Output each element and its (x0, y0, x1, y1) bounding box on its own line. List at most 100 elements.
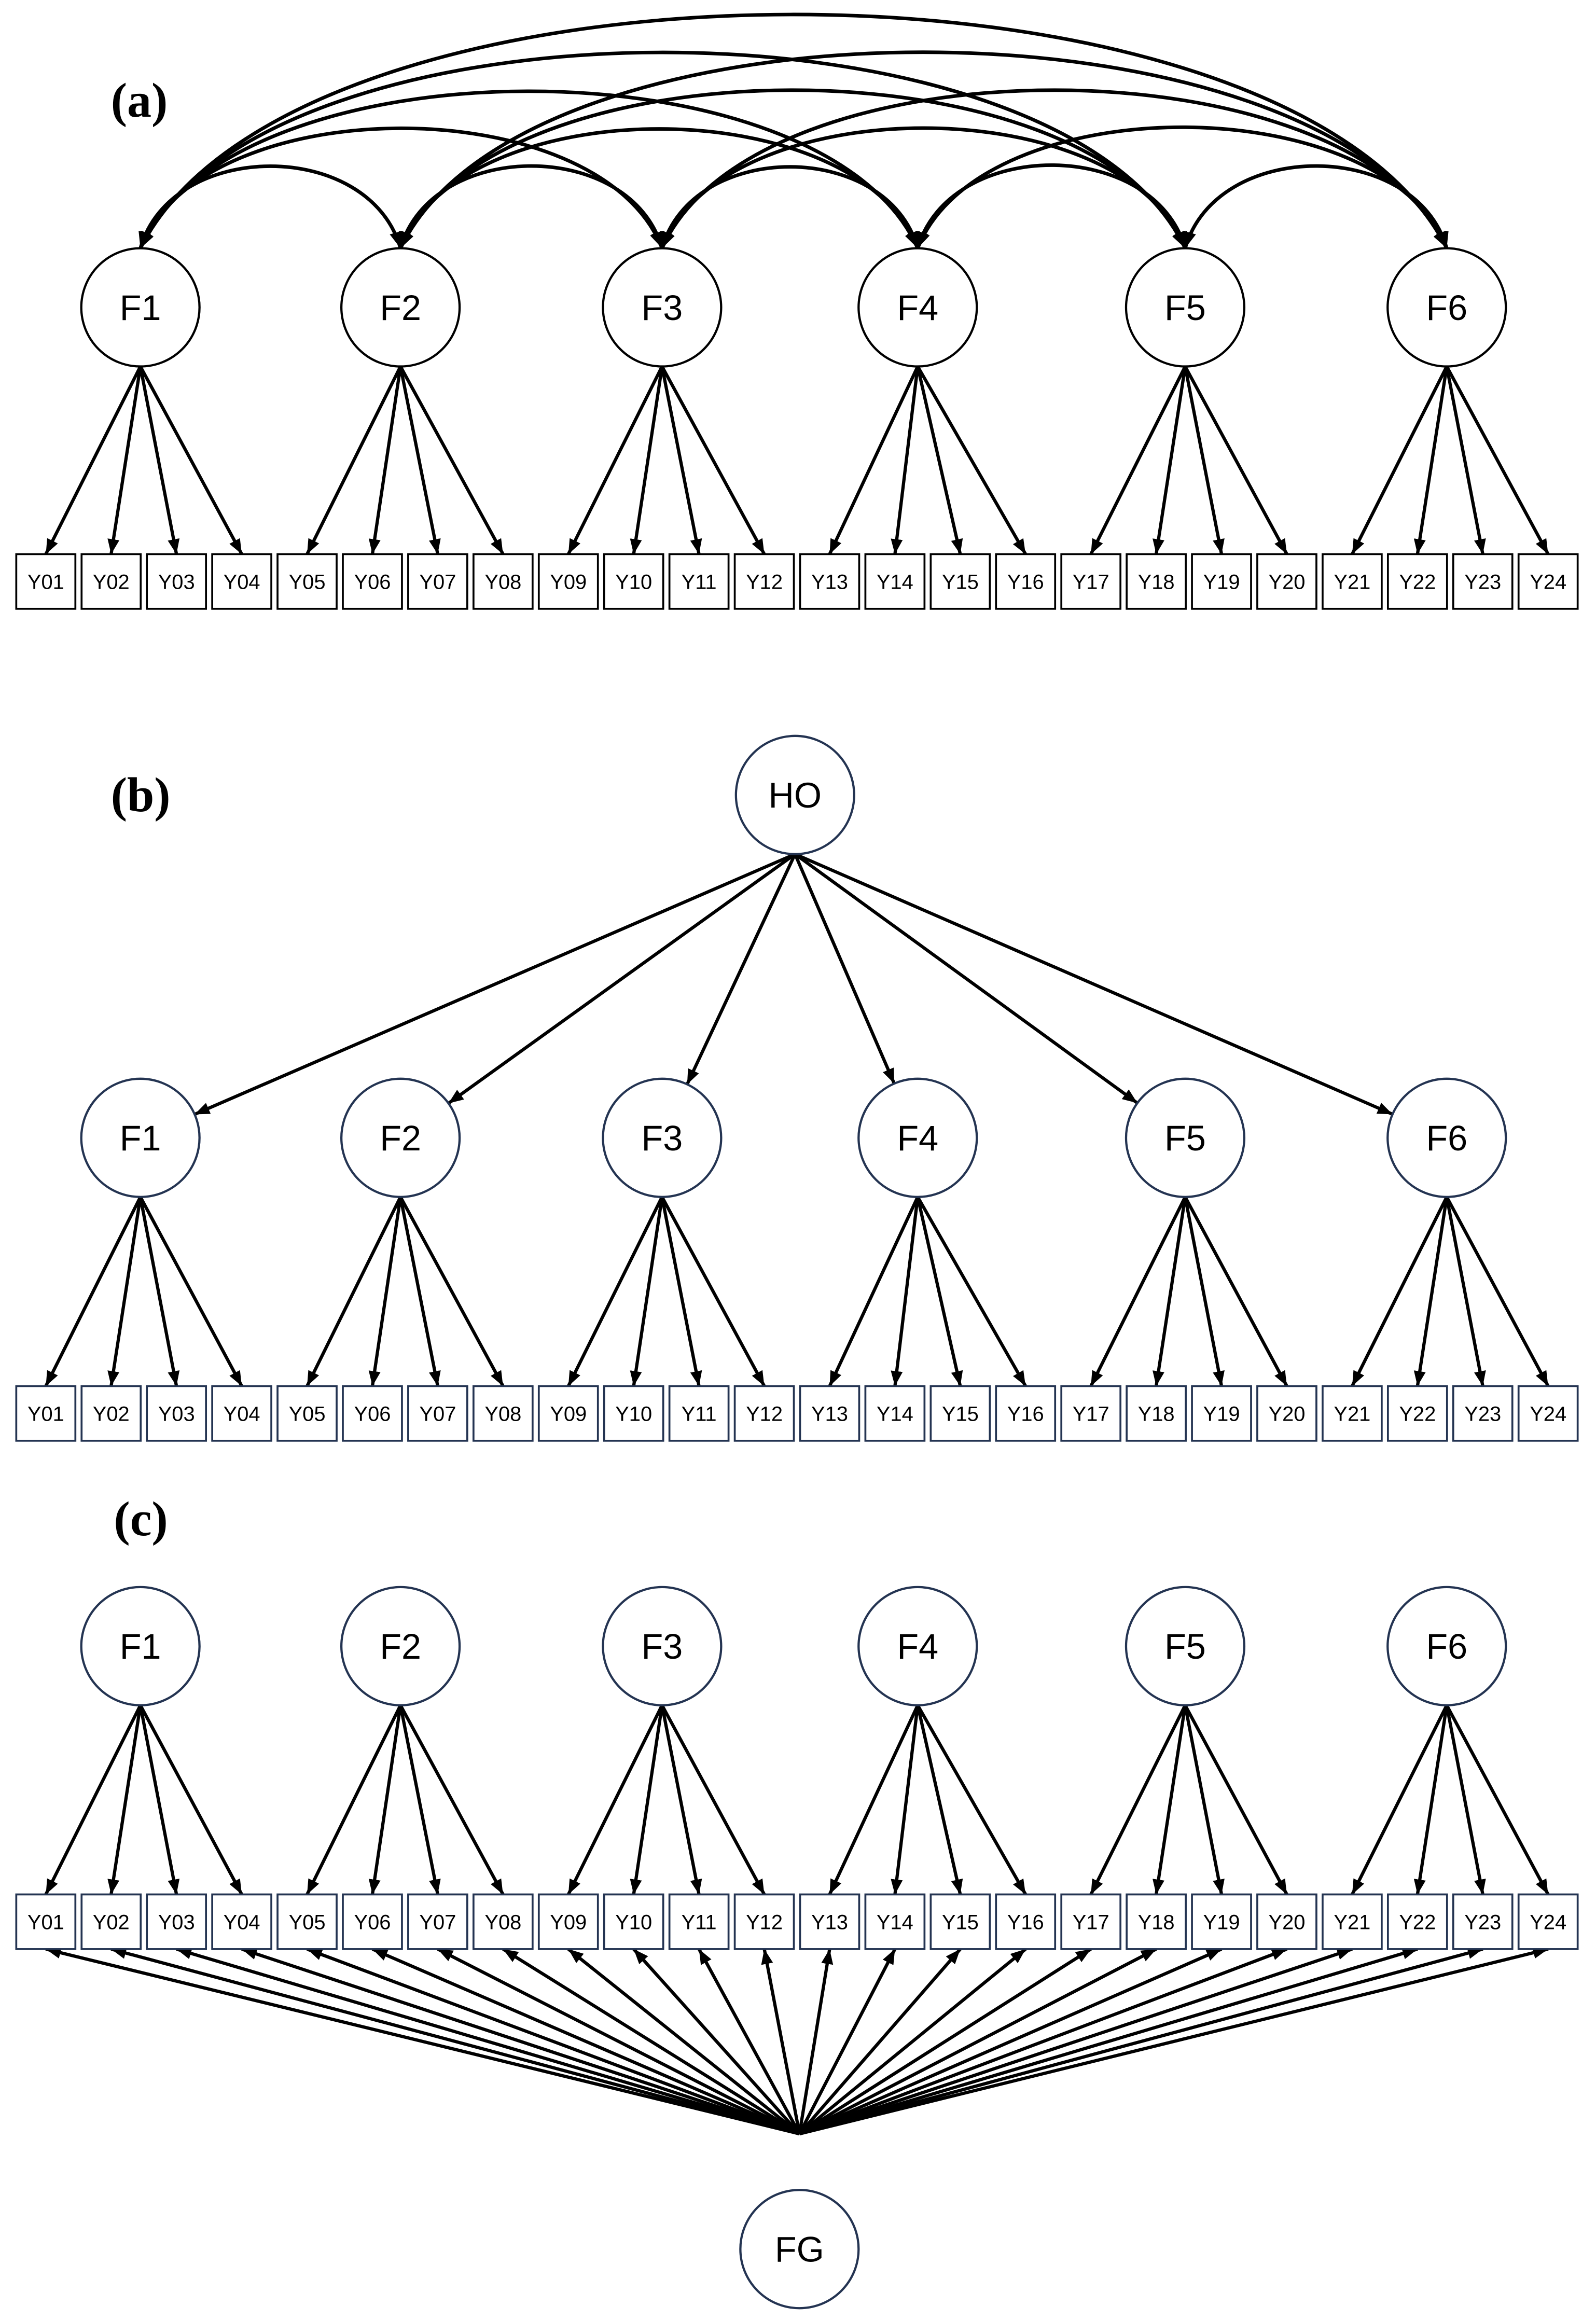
item-label: Y21 (1334, 1911, 1370, 1934)
item-box (276, 553, 338, 610)
item-label: Y13 (811, 571, 848, 593)
item-box (799, 1385, 861, 1442)
item-box (1060, 553, 1122, 610)
factor-loading-arrow (399, 366, 505, 555)
item-box (1126, 1893, 1187, 1950)
item-label: Y17 (1073, 1911, 1109, 1934)
item-node: Y13 (799, 1893, 861, 1950)
factor-loading-arrow (399, 1704, 505, 1895)
item-node: Y12 (733, 1385, 795, 1442)
item-label: Y11 (682, 1402, 717, 1425)
item-node: Y05 (276, 1385, 338, 1442)
higher-order-loading-arrow (193, 852, 796, 1116)
factor-loading-arrow (1445, 366, 1486, 554)
item-label: Y04 (224, 571, 260, 593)
item-box (80, 553, 142, 610)
factor-loading-arrow (1445, 1704, 1550, 1895)
factor-loading-arrow (891, 1705, 920, 1895)
item-box (537, 553, 599, 610)
path-arrows (44, 12, 1550, 555)
item-box (668, 553, 730, 610)
item-label: Y03 (158, 1911, 195, 1934)
item-box (1452, 1893, 1514, 1950)
item-box (537, 1893, 599, 1950)
item-node: Y20 (1256, 553, 1317, 610)
item-box (1386, 1385, 1448, 1442)
item-label: Y09 (550, 1402, 587, 1425)
item-box (733, 553, 795, 610)
item-label: Y01 (27, 571, 64, 593)
item-node: Y13 (799, 553, 861, 610)
factor-loading-arrow (916, 1705, 963, 1895)
factor-loading-arrow (107, 1705, 142, 1895)
factor-node-f3: F3 (602, 1586, 723, 1706)
item-label: Y19 (1203, 1402, 1240, 1425)
factor-loading-arrow (916, 366, 963, 555)
item-label: Y16 (1007, 1911, 1044, 1934)
item-box (603, 1893, 664, 1950)
general-factor-loading-arrow (632, 1948, 801, 2135)
item-box (1256, 1893, 1317, 1950)
item-box (929, 1893, 991, 1950)
factor-loading-arrow (107, 366, 142, 554)
item-node: Y06 (342, 1385, 403, 1442)
item-label: Y03 (158, 1402, 195, 1425)
item-node: Y23 (1452, 553, 1514, 610)
item-label: Y20 (1268, 571, 1305, 593)
factor-loading-arrow (138, 1197, 180, 1386)
factor-circle (1125, 1586, 1246, 1706)
item-node: Y22 (1386, 553, 1448, 610)
higher-order-loading-arrow (685, 853, 797, 1085)
factor-loading-arrow (44, 366, 142, 555)
higher-order-loading-arrow (447, 853, 796, 1105)
factor-label: F4 (897, 1119, 938, 1158)
factor-covariance-arc (660, 165, 920, 249)
item-label: Y18 (1138, 1911, 1175, 1934)
item-box (276, 1385, 338, 1442)
item-node: Y18 (1126, 1385, 1187, 1442)
item-label: Y05 (289, 571, 326, 593)
item-node: Y08 (472, 1893, 534, 1950)
item-node: Y08 (472, 1385, 534, 1442)
factor-loading-arrow (1351, 1196, 1449, 1387)
item-box (603, 553, 664, 610)
item-box (1256, 1385, 1317, 1442)
item-label: Y12 (746, 1911, 783, 1934)
item-node: Y16 (995, 1893, 1057, 1950)
factor-loading-arrow (828, 366, 920, 555)
factor-loading-arrow (1413, 1197, 1449, 1386)
item-node: Y22 (1386, 1385, 1448, 1442)
general-factor-loading-arrow (798, 1948, 1157, 2135)
factor-covariance-arc (138, 50, 1187, 249)
item-node: Y21 (1322, 1385, 1383, 1442)
factor-node-f6: F6 (1386, 1077, 1507, 1198)
factor-label: F1 (120, 1119, 161, 1158)
factor-loading-arrow (566, 366, 664, 555)
general-factor-loading-arrow (799, 1948, 1223, 2135)
factor-label: F6 (1426, 288, 1467, 328)
item-label: Y22 (1399, 1911, 1436, 1934)
item-node: Y01 (15, 1385, 77, 1442)
factor-circle (602, 247, 723, 368)
item-label: Y21 (1334, 1402, 1370, 1425)
item-node: Y18 (1126, 553, 1187, 610)
item-box (407, 1893, 468, 1950)
item-label: Y13 (811, 1402, 848, 1425)
factor-loading-arrow (916, 1704, 1027, 1896)
item-box (1386, 1893, 1448, 1950)
factor-loading-arrow (1153, 366, 1187, 554)
item-node: Y14 (864, 1385, 926, 1442)
item-node: Y03 (146, 1893, 207, 1950)
path-arrows (44, 852, 1550, 1387)
item-label: Y06 (354, 1911, 391, 1934)
general-factor-loading-arrow (798, 1948, 1027, 2135)
item-box (1386, 553, 1448, 610)
item-label: Y19 (1203, 1911, 1240, 1934)
item-box (1322, 553, 1383, 610)
general-factor-loading-arrow (799, 1947, 1353, 2135)
item-label: Y15 (942, 1911, 979, 1934)
item-box (472, 1385, 534, 1442)
item-node: Y11 (668, 1893, 730, 1950)
item-box (1126, 1385, 1187, 1442)
